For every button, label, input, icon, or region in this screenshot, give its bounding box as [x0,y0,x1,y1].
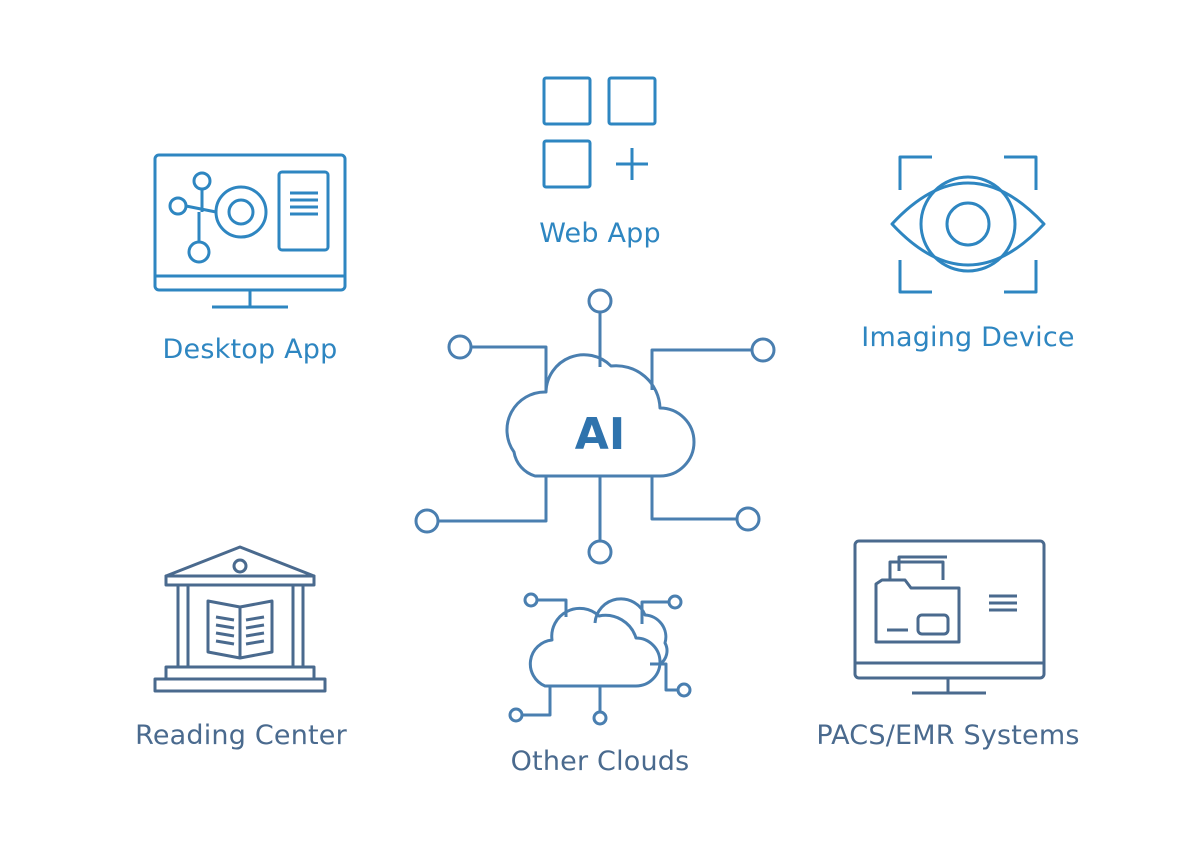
imaging-device-label: Imaging Device [861,322,1075,353]
pacs-emr-systems-label: PACS/EMR Systems [816,720,1080,751]
monitor-folder-icon [853,539,1046,695]
app-grid-plus-icon [542,76,657,189]
clouds-network-icon [508,592,692,726]
ai-cloud-hub [414,288,776,565]
library-book-icon [153,545,327,693]
web-app-label: Web App [539,218,661,249]
other-clouds-label: Other Clouds [510,746,690,777]
monitor-network-icon [153,153,347,309]
ai-hub-label: AI [574,409,626,460]
desktop-app-label: Desktop App [162,334,338,365]
eye-scan-icon [890,155,1046,294]
reading-center-label: Reading Center [135,720,347,751]
